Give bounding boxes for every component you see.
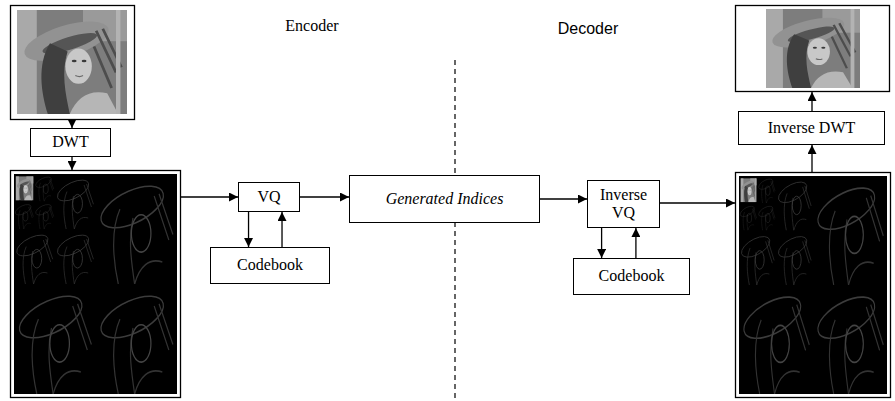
divider-line [454, 60, 455, 401]
process-box: DWT [30, 128, 111, 157]
flow-arrow [811, 92, 812, 111]
section-label: Decoder [556, 20, 620, 38]
flow-arrow [811, 145, 812, 172]
flow-arrow [281, 212, 282, 247]
section-label: Encoder [283, 17, 340, 35]
process-box: VQ [238, 182, 300, 212]
process-box: Inverse DWT [738, 111, 885, 145]
box-label: VQ [257, 188, 280, 206]
flow-arrow [248, 212, 249, 247]
image-frame [11, 171, 181, 398]
process-box: Codebook [210, 247, 330, 284]
output-image [766, 9, 860, 88]
box-label: Inverse DWT [768, 119, 856, 137]
process-box: Inverse VQ [587, 180, 660, 228]
flow-arrow [71, 120, 72, 128]
flow-arrow [181, 196, 238, 197]
wavelet-image [14, 174, 177, 394]
flow-arrow [635, 228, 636, 258]
box-label: DWT [52, 133, 88, 151]
input-image [17, 10, 127, 114]
flow-arrow [71, 157, 72, 170]
image-frame [736, 6, 890, 92]
box-label: Codebook [237, 256, 303, 274]
process-box: Generated Indices [349, 175, 540, 223]
image-frame [736, 173, 891, 398]
process-box: Codebook [573, 258, 690, 295]
flow-arrow [660, 202, 735, 203]
flow-arrow [540, 198, 587, 199]
flow-arrow [601, 228, 602, 258]
flow-arrow [300, 196, 349, 197]
image-frame [11, 6, 135, 120]
box-label: Generated Indices [386, 190, 504, 208]
box-label: Codebook [599, 267, 665, 285]
wavelet-image [739, 176, 887, 394]
box-label: Inverse VQ [593, 186, 654, 223]
